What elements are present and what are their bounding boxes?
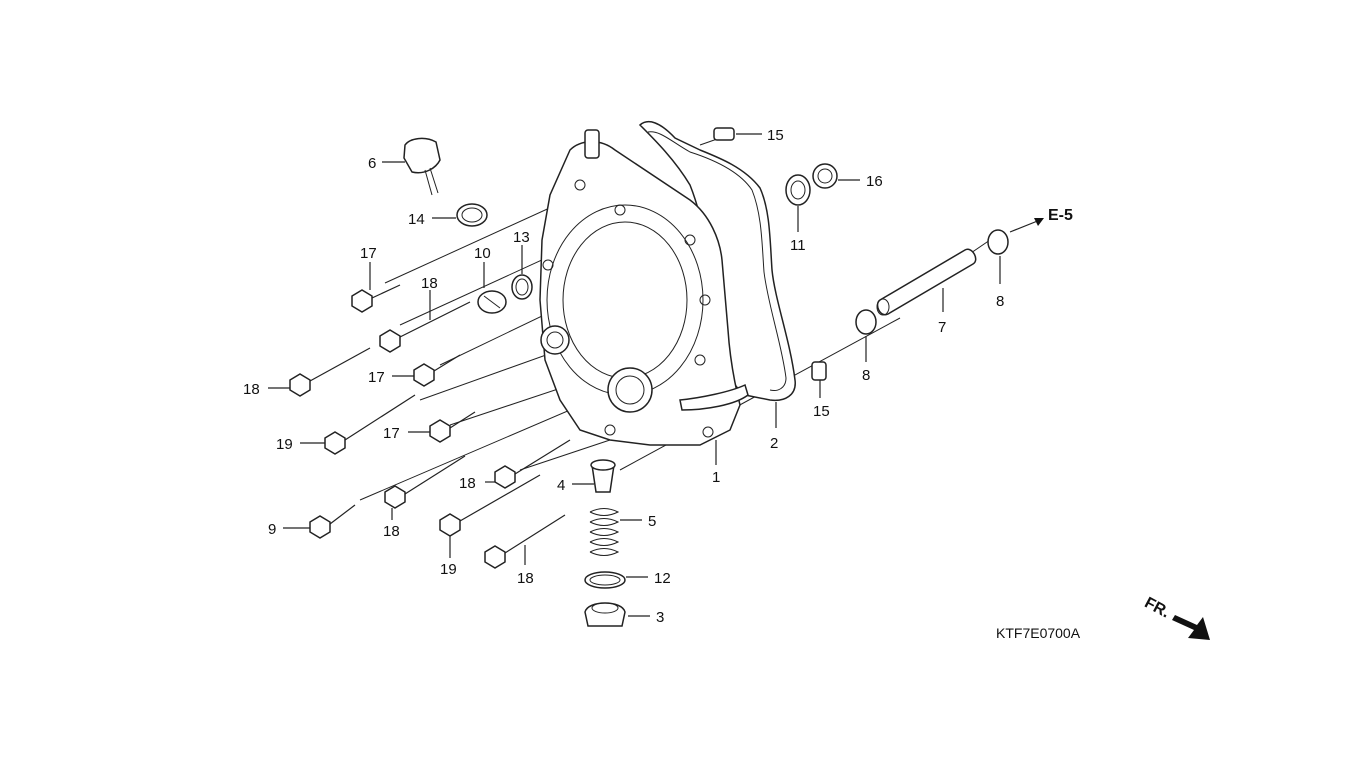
callout-6: 6 xyxy=(368,155,376,172)
hose xyxy=(876,248,977,316)
spring xyxy=(589,508,642,556)
callout-18-short: 18 xyxy=(459,475,476,492)
callout-labels: 1 2 3 4 5 6 7 8 8 9 10 11 12 13 14 15 15… xyxy=(243,127,1004,626)
dowel-pin-top xyxy=(713,127,762,141)
callout-8-lower: 8 xyxy=(862,367,870,384)
callout-4: 4 xyxy=(557,477,565,494)
callout-18-mid: 18 xyxy=(383,523,400,540)
drain-plug xyxy=(477,262,507,314)
callout-1: 1 xyxy=(712,469,720,486)
drain-plug-3 xyxy=(584,602,650,627)
callout-9: 9 xyxy=(268,521,276,538)
callout-13: 13 xyxy=(513,229,530,246)
callout-7: 7 xyxy=(938,319,946,336)
callout-17-lower: 17 xyxy=(383,425,400,442)
callout-15-top: 15 xyxy=(767,127,784,144)
callout-18-left: 18 xyxy=(243,381,260,398)
front-indicator-label: FR. xyxy=(1142,594,1173,621)
oil-strainer xyxy=(572,459,616,493)
callout-10: 10 xyxy=(474,245,491,262)
front-direction-arrow xyxy=(1172,615,1210,640)
callout-14: 14 xyxy=(408,211,425,228)
o-ring-12 xyxy=(584,571,648,589)
oil-filler-cap xyxy=(382,137,441,196)
clamp-upper xyxy=(987,229,1009,284)
callout-16: 16 xyxy=(866,173,883,190)
callout-18-bottom: 18 xyxy=(517,570,534,587)
callout-11: 11 xyxy=(790,237,806,254)
callout-3: 3 xyxy=(656,609,664,626)
dowel-pin-bottom xyxy=(811,361,827,398)
external-reference-label: E-5 xyxy=(1048,207,1073,224)
callout-18-upper: 18 xyxy=(421,275,438,292)
bolts xyxy=(268,262,571,569)
callout-15-bottom: 15 xyxy=(813,403,830,420)
washer-13 xyxy=(511,245,533,300)
callout-12: 12 xyxy=(654,570,671,587)
washer-16 xyxy=(812,163,860,189)
callout-17-top: 17 xyxy=(360,245,377,262)
callout-17-middle: 17 xyxy=(368,369,385,386)
external-reference-arrow xyxy=(1009,218,1044,233)
callout-5: 5 xyxy=(648,513,656,530)
oil-seal xyxy=(785,174,811,232)
crankcase-cover xyxy=(539,129,749,446)
callout-19-lower: 19 xyxy=(440,561,457,578)
o-ring-14 xyxy=(432,203,488,227)
clamp-lower xyxy=(855,309,877,362)
callout-2: 2 xyxy=(770,435,778,452)
reference-code: KTF7E0700A xyxy=(996,625,1081,641)
callout-8-upper: 8 xyxy=(996,293,1004,310)
callout-19-left: 19 xyxy=(276,436,293,453)
